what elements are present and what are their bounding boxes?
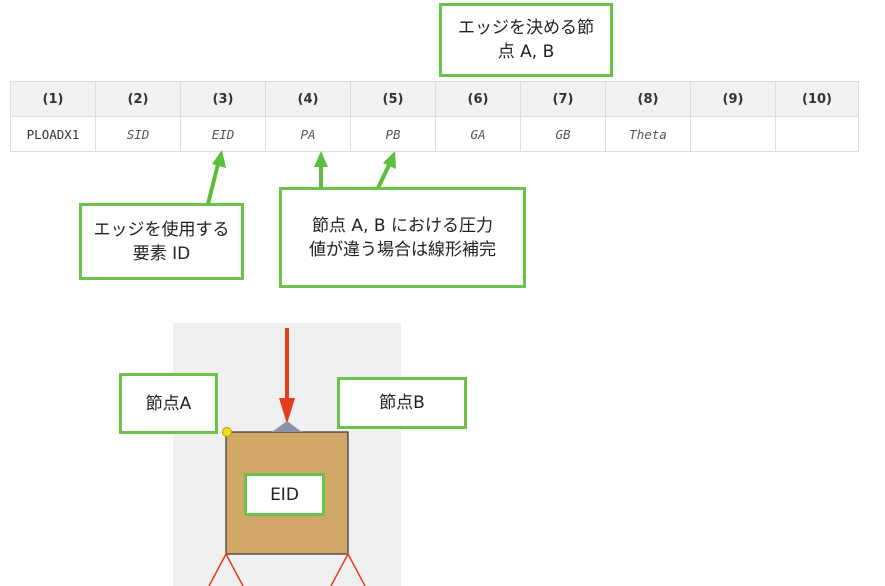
pressure-callout: 節点 A, B における圧力 値が違う場合は線形補完: [279, 187, 526, 288]
node-a-marker: [222, 427, 232, 437]
field-number-6: (6): [435, 81, 521, 117]
gb-cell: GB: [520, 116, 606, 152]
edge-nodes-callout-line-1: エッジを決める節: [458, 18, 594, 38]
element-id-callout-line-2: 要素 ID: [132, 243, 191, 264]
pa-cell: PA: [265, 116, 351, 152]
edge-nodes-callout: エッジを決める節 点 A, B: [439, 3, 613, 77]
card-name-cell: PLOADX1: [10, 116, 96, 152]
eid-label: EID: [270, 484, 299, 505]
theta-cell: Theta: [605, 116, 691, 152]
eid-label-box: EID: [244, 473, 325, 516]
pressure-callout-line-2: 値が違う場合は線形補完: [309, 239, 496, 260]
sid-cell: SID: [95, 116, 181, 152]
element-id-callout-line-1: エッジを使用する: [93, 219, 230, 240]
element-id-callout: エッジを使用する 要素 ID: [79, 203, 244, 280]
table-row: PLOADX1 SID EID PA PB GA GB Theta: [10, 116, 859, 152]
empty-cell-10: [775, 116, 859, 152]
field-number-8: (8): [605, 81, 691, 117]
right-support-icon: [330, 552, 366, 586]
pb-cell: PB: [350, 116, 436, 152]
edge-load-marker: [272, 421, 302, 432]
load-arrow-head: [279, 398, 295, 424]
field-number-1: (1): [10, 81, 96, 117]
eid-cell: EID: [180, 116, 266, 152]
field-number-5: (5): [350, 81, 436, 117]
edge-nodes-callout-line-2: 点 A, B: [497, 42, 555, 62]
empty-cell-9: [690, 116, 776, 152]
left-support-icon: [208, 552, 244, 586]
field-number-7: (7): [520, 81, 606, 117]
field-number-9: (9): [690, 81, 776, 117]
node-b-callout: 節点B: [337, 377, 467, 429]
pressure-callout-line-1: 節点 A, B における圧力: [312, 215, 493, 236]
table-header-row: (1) (2) (3) (4) (5) (6) (7) (8) (9) (10): [10, 81, 859, 117]
field-number-10: (10): [775, 81, 859, 117]
pload-card-table: (1) (2) (3) (4) (5) (6) (7) (8) (9) (10)…: [10, 81, 859, 152]
node-a-callout: 節点A: [119, 373, 218, 434]
node-a-label: 節点A: [145, 393, 192, 414]
node-b-label: 節点B: [379, 393, 425, 413]
